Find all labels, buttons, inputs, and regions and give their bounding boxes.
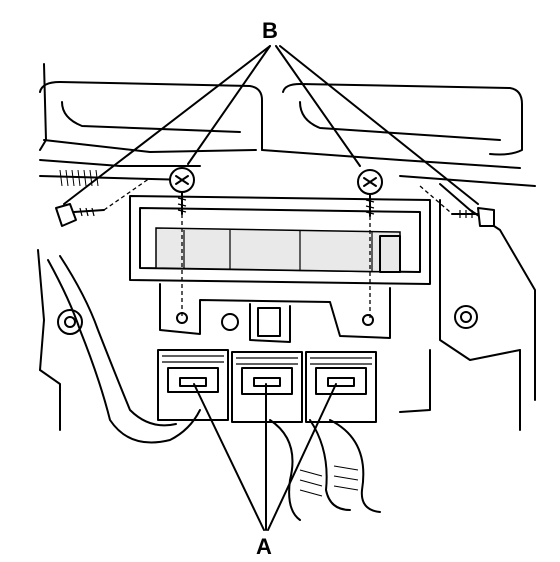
callout-a-leaders [193, 383, 337, 531]
left-support-panel [37, 249, 83, 431]
right-support-panel [399, 183, 536, 431]
alignment-guides [103, 177, 451, 320]
dashboard-upper-panel [39, 63, 536, 187]
ecm-connector-right [305, 351, 377, 423]
ecm-bracket [129, 195, 431, 343]
bolt-upper-left [169, 167, 195, 215]
bolt-side-right [451, 207, 495, 227]
callout-label-a: A [256, 534, 272, 559]
bolt-side-left [55, 203, 105, 227]
bolt-upper-right [357, 169, 383, 217]
callout-b-leaders [63, 45, 479, 205]
ecm-connector-left [157, 349, 229, 421]
wire-harness [47, 255, 381, 521]
callout-label-b: B [262, 18, 278, 43]
